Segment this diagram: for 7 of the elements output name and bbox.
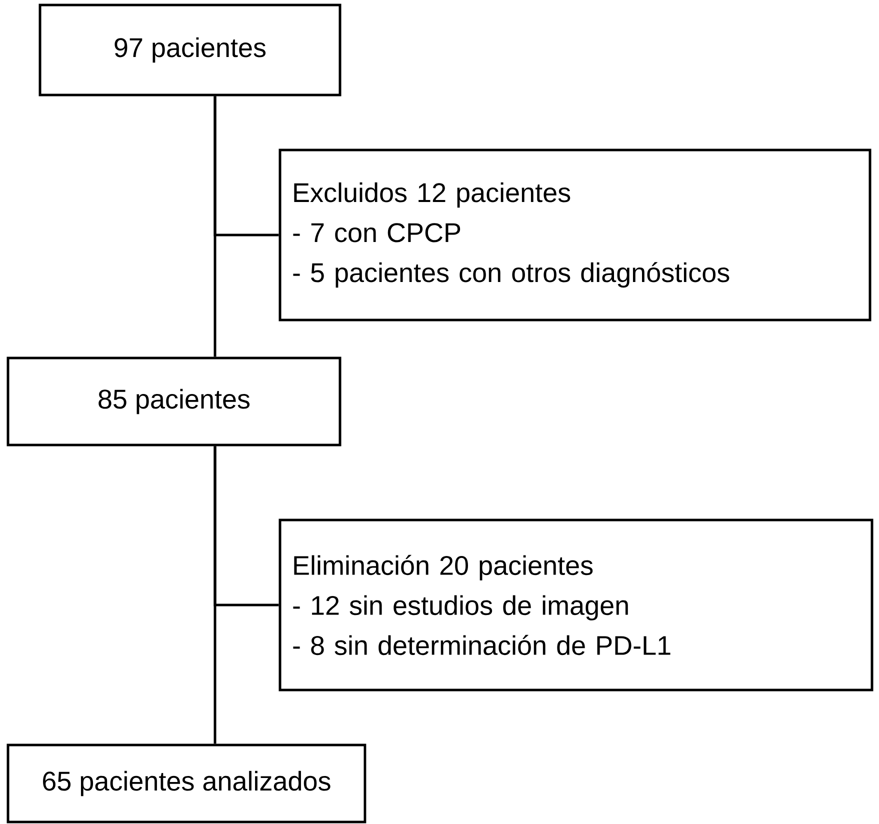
process-box: 97 pacientes — [38, 4, 342, 96]
process-box: 85 pacientes — [6, 356, 342, 446]
exclusion-box: Eliminación 20 pacientes - 12 sin estudios de imagen - 8 sin determinación de PD-L1 — [278, 518, 874, 692]
process-box: 65 pacientes analizados — [6, 744, 366, 824]
exclusion-box: Excluidos 12 pacientes - 7 con CPCP - 5 pacientes con otros diagnósticos — [278, 148, 872, 322]
connector-line — [214, 446, 279, 606]
connector-line — [214, 96, 279, 236]
